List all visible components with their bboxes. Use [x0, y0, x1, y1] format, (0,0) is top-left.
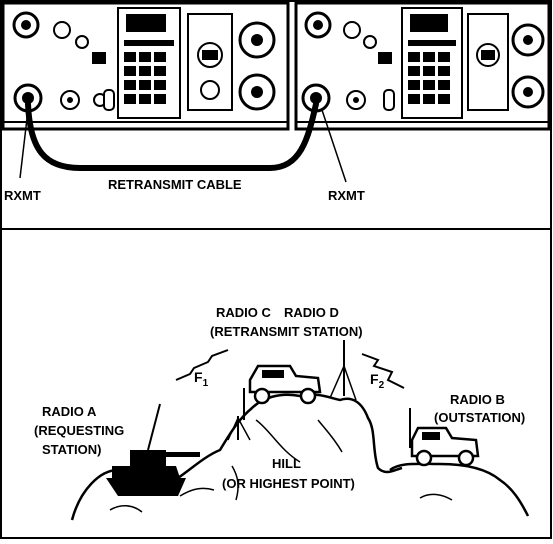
radio-c-label: RADIO C: [216, 305, 272, 320]
radio-c-jeep-icon: [243, 364, 322, 420]
radio-a-sub2: STATION): [42, 442, 101, 457]
rxmt-label-left: RXMT: [4, 188, 41, 203]
rxmt-label-right: RXMT: [328, 188, 365, 203]
hill-terrain: [70, 393, 403, 521]
radio-a-sub1: (REQUESTING: [34, 423, 124, 438]
keypad-left: [124, 52, 166, 104]
radio-b-sub: (OUTSTATION): [434, 410, 525, 425]
radio-a-tank-icon: [106, 403, 200, 496]
right-radio-set: [294, 1, 551, 131]
keypad-right: [408, 52, 450, 104]
link-f2-signal: [361, 353, 405, 389]
radio-a-label: RADIO A: [42, 404, 97, 419]
radio-d-antenna-icon: [329, 340, 357, 401]
radio-b-jeep-icon: [409, 408, 480, 467]
hill-label: HILL: [272, 456, 301, 471]
retransmit-station-label: (RETRANSMIT STATION): [210, 324, 363, 339]
retransmit-cable-label: RETRANSMIT CABLE: [108, 177, 242, 192]
retransmit-cable: [25, 101, 319, 171]
f1-label: F1: [194, 369, 209, 389]
radio-b-label: RADIO B: [450, 392, 505, 407]
f2-label: F2: [370, 371, 385, 391]
left-radio-set: [1, 1, 290, 131]
hill-sub: (OR HIGHEST POINT): [222, 476, 355, 491]
link-f1-signal: [175, 349, 229, 381]
radio-d-label: RADIO D: [284, 305, 339, 320]
